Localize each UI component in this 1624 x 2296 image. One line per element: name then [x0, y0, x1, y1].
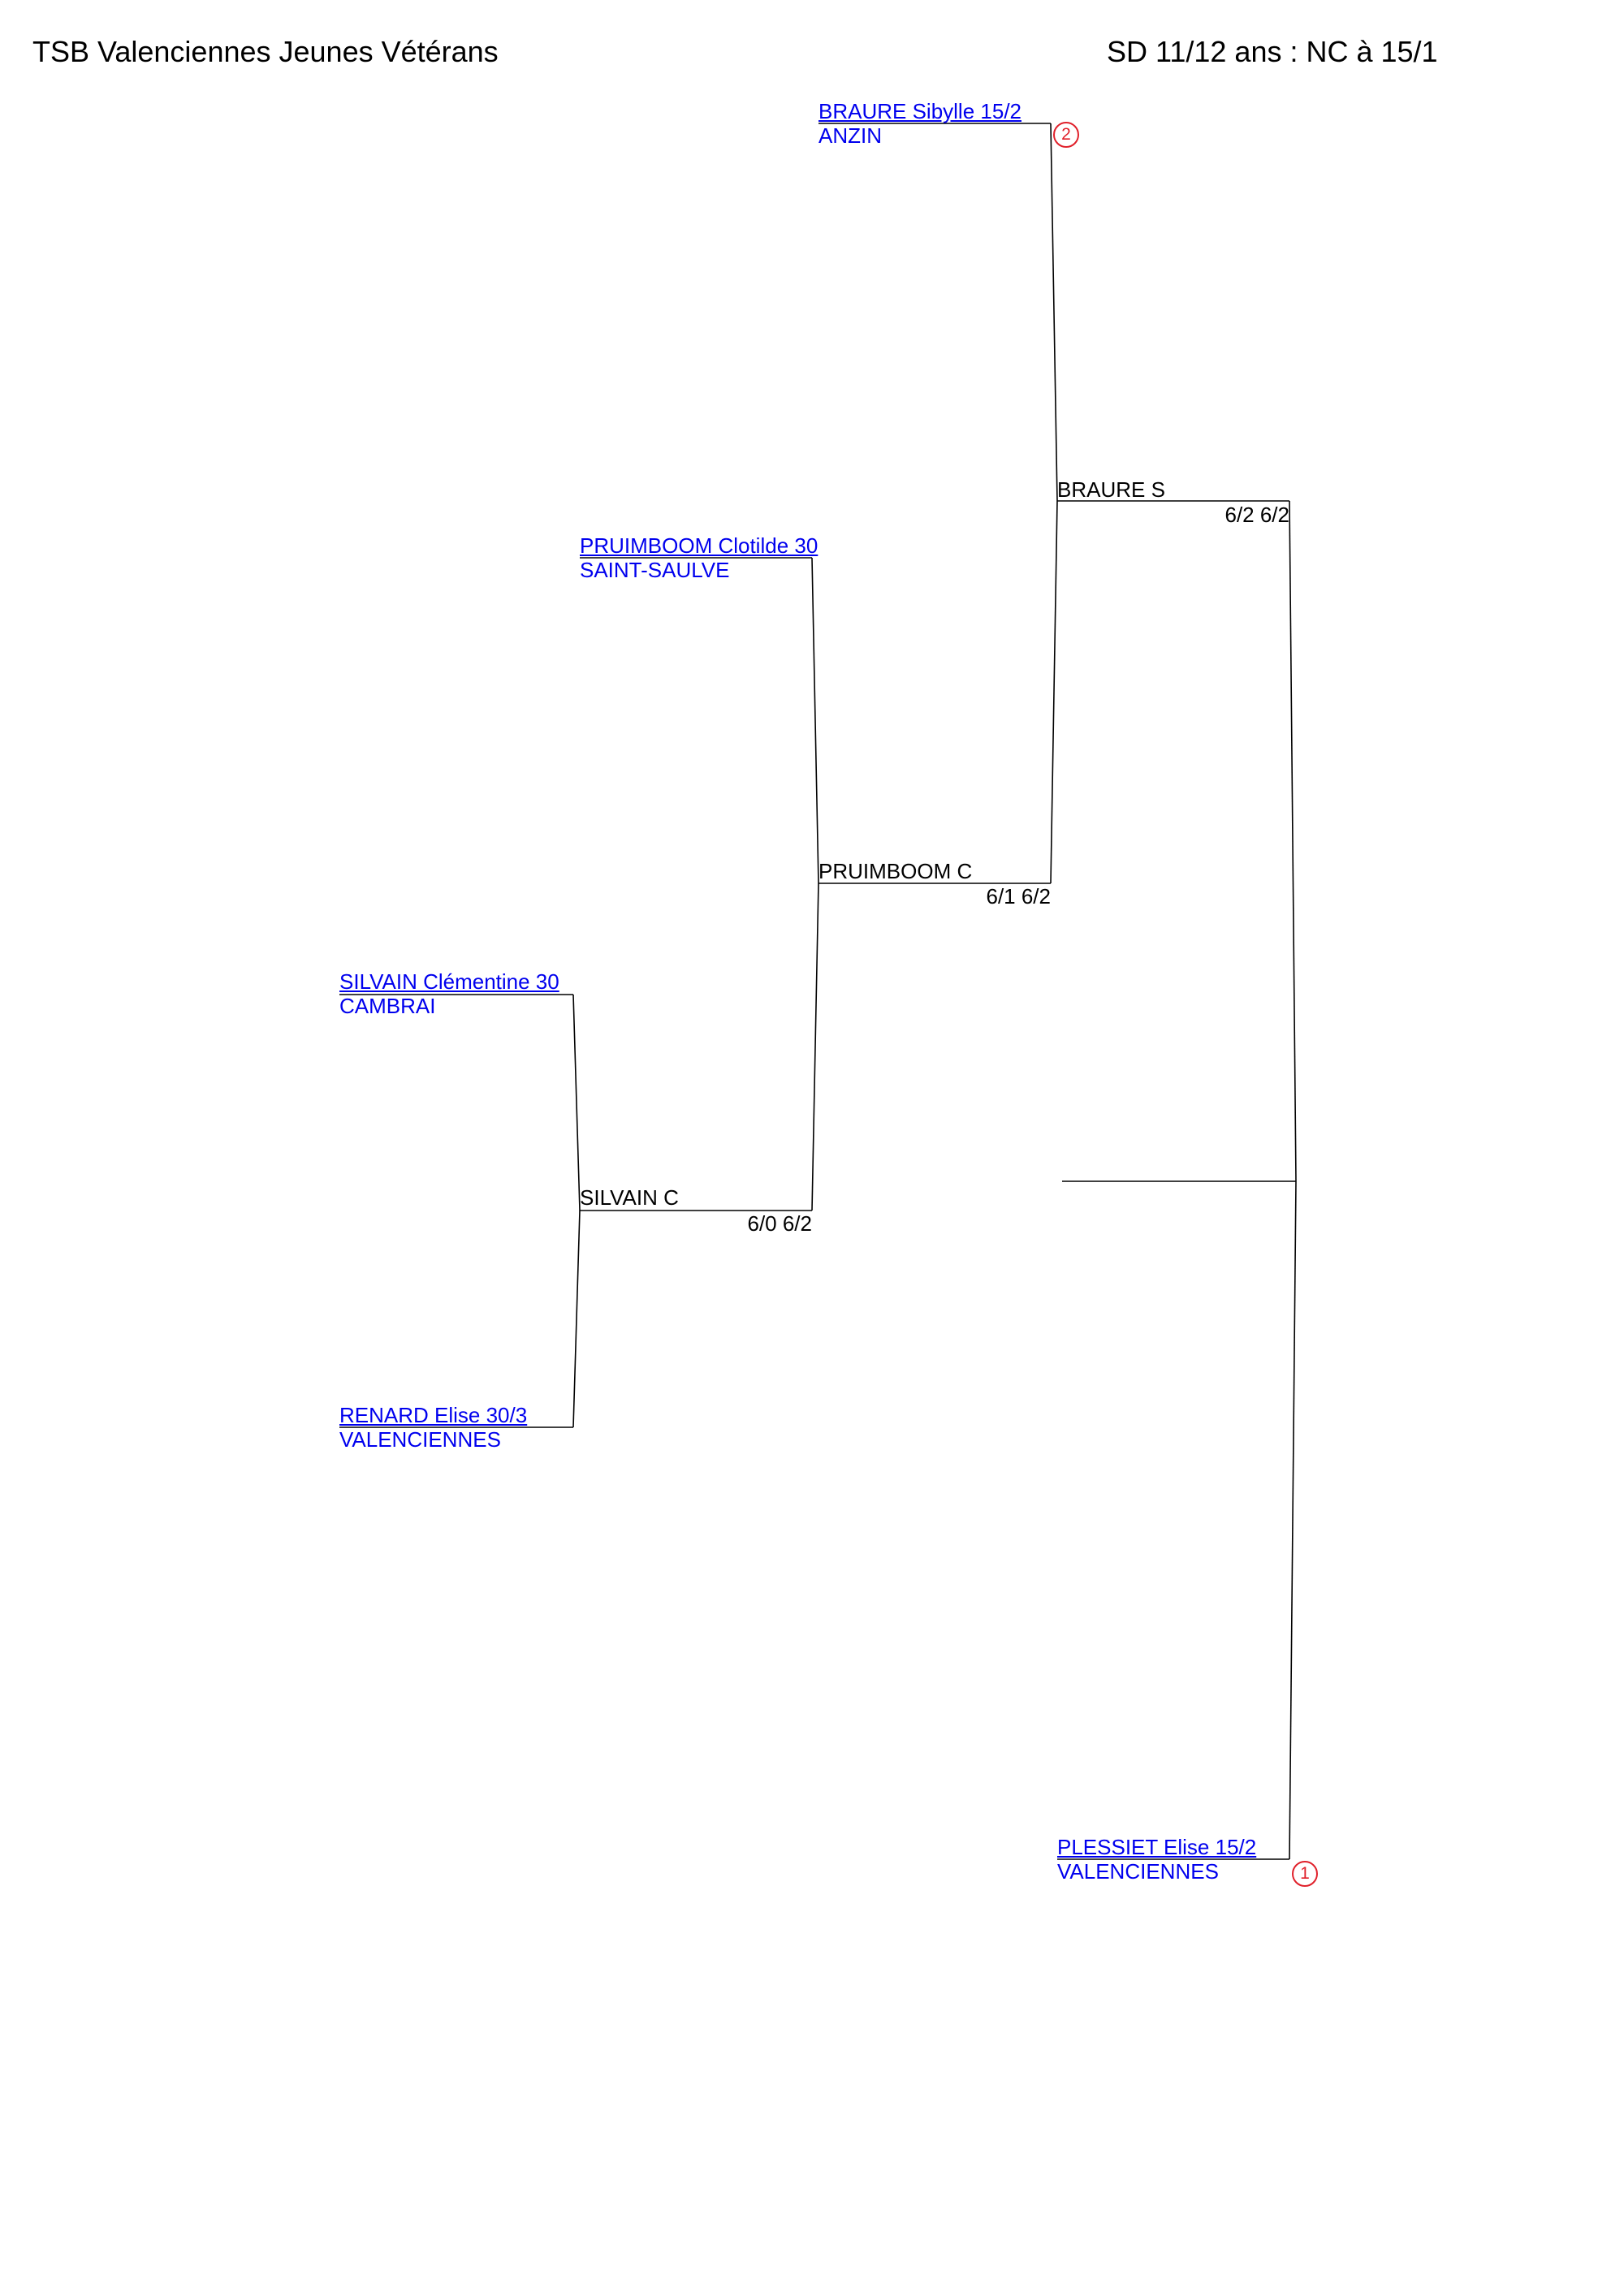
player-name-link[interactable]: RENARD Elise 30/3 — [339, 1403, 528, 1427]
player-name-link[interactable]: PRUIMBOOM Clotilde 30 — [580, 533, 818, 558]
bracket-line — [811, 557, 819, 884]
seed-badge: 2 — [1053, 122, 1079, 148]
bracket-line — [1050, 500, 1058, 884]
player-name-link[interactable]: BRAURE Sibylle 15/2 — [818, 99, 1021, 123]
player-entry-pruimboom: PRUIMBOOM Clotilde 30 SAINT-SAULVE — [580, 533, 818, 582]
match-score: 6/1 6/2 — [986, 884, 1051, 908]
match-winner: PRUIMBOOM C — [818, 859, 973, 883]
match-score: 6/0 6/2 — [747, 1211, 812, 1236]
player-entry-renard: RENARD Elise 30/3 VALENCIENNES — [339, 1403, 527, 1452]
draw-category: SD 11/12 ans : NC à 15/1 — [1107, 35, 1438, 68]
match-winner: SILVAIN C — [580, 1185, 679, 1210]
page-title: TSB Valenciennes Jeunes Vétérans — [32, 35, 499, 68]
player-name-link[interactable]: PLESSIET Elise 15/2 — [1057, 1835, 1257, 1859]
bracket-line — [572, 994, 581, 1211]
player-entry-silvain: SILVAIN Clémentine 30 CAMBRAI — [339, 969, 559, 1018]
player-entry-plessiet: PLESSIET Elise 15/2 VALENCIENNES — [1057, 1835, 1256, 1884]
player-club: ANZIN — [818, 123, 882, 148]
match-winner: BRAURE S — [1057, 477, 1165, 502]
bracket-line — [572, 1210, 581, 1428]
seed-badge: 1 — [1292, 1861, 1318, 1887]
player-club: CAMBRAI — [339, 994, 436, 1018]
player-club: VALENCIENNES — [339, 1427, 501, 1452]
player-club: VALENCIENNES — [1057, 1859, 1219, 1884]
player-entry-braure: BRAURE Sibylle 15/2 ANZIN — [818, 99, 1021, 148]
player-club: SAINT-SAULVE — [580, 558, 730, 582]
bracket-line — [1289, 500, 1297, 1182]
bracket-line — [811, 883, 819, 1211]
bracket-line — [1050, 123, 1058, 502]
match-score: 6/2 6/2 — [1224, 503, 1289, 527]
bracket-line — [1289, 1180, 1297, 1860]
player-name-link[interactable]: SILVAIN Clémentine 30 — [339, 969, 559, 994]
